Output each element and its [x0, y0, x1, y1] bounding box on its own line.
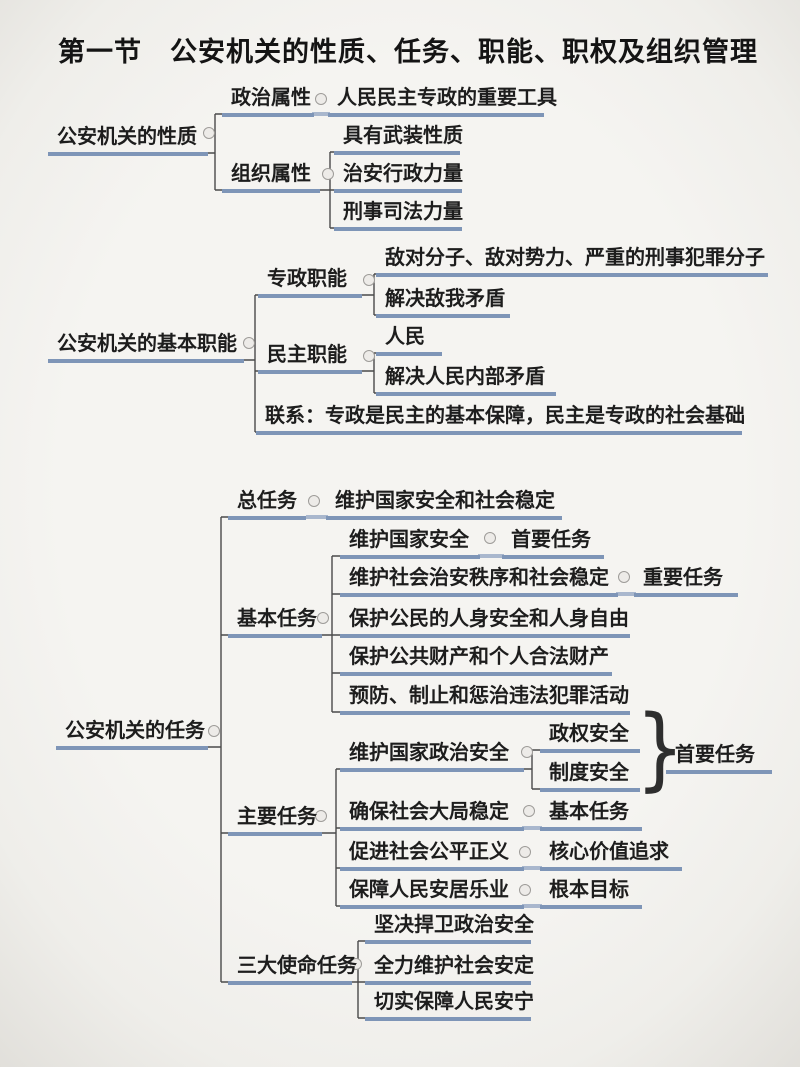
node-the-people[interactable]: 人民	[376, 324, 442, 356]
toggle-icon[interactable]	[322, 168, 334, 180]
branch-organizational-attribute[interactable]: 组织属性	[222, 161, 320, 193]
toggle-icon[interactable]	[363, 350, 375, 362]
node-ensure-peaceful-life[interactable]: 保障人民安居乐业	[340, 877, 524, 909]
node-safeguard-political-security[interactable]: 维护国家政治安全	[340, 740, 524, 772]
node-safeguard-peoples-tranquility[interactable]: 切实保障人民安宁	[365, 989, 534, 1021]
root-nature[interactable]: 公安机关的性质	[48, 124, 208, 156]
branch-overall-task[interactable]: 总任务	[228, 488, 306, 520]
root-tasks[interactable]: 公安机关的任务	[56, 718, 208, 750]
toggle-icon[interactable]	[519, 884, 531, 896]
node-protect-personal-safety-freedom[interactable]: 保护公民的人身安全和人身自由	[340, 606, 630, 638]
toggle-icon[interactable]	[519, 846, 531, 858]
toggle-icon[interactable]	[243, 337, 255, 349]
toggle-icon[interactable]	[308, 495, 320, 507]
tag-primary-task-2[interactable]: 首要任务	[666, 742, 772, 774]
node-public-order-admin-force[interactable]: 治安行政力量	[334, 161, 463, 193]
toggle-icon[interactable]	[523, 805, 535, 817]
tag-important-task[interactable]: 重要任务	[634, 565, 738, 597]
page-title: 第一节 公安机关的性质、任务、职能、职权及组织管理	[58, 37, 758, 67]
node-promote-fairness-justice[interactable]: 促进社会公平正义	[340, 839, 524, 871]
toggle-icon[interactable]	[363, 274, 375, 286]
tag-fundamental-goal[interactable]: 根本目标	[540, 877, 642, 909]
node-resolve-enemy-contradictions[interactable]: 解决敌我矛盾	[376, 286, 510, 318]
toggle-icon[interactable]	[208, 725, 220, 737]
brace-icon: }	[635, 696, 685, 801]
node-safeguard-national-security[interactable]: 维护国家安全	[340, 527, 480, 559]
tag-basic-task[interactable]: 基本任务	[540, 799, 642, 831]
node-ensure-social-stability[interactable]: 确保社会大局稳定	[340, 799, 524, 831]
toggle-icon[interactable]	[521, 746, 533, 758]
tag-primary-task[interactable]: 首要任务	[502, 527, 604, 559]
toggle-icon[interactable]	[315, 93, 327, 105]
toggle-icon[interactable]	[484, 532, 496, 544]
toggle-icon[interactable]	[350, 958, 362, 970]
node-safeguard-national-security-stability[interactable]: 维护国家安全和社会稳定	[326, 488, 562, 520]
branch-dictatorship-function[interactable]: 专政职能	[258, 266, 362, 298]
elbow-connectors	[208, 113, 540, 1019]
toggle-icon[interactable]	[203, 127, 215, 139]
node-resolve-internal-contradictions[interactable]: 解决人民内部矛盾	[376, 364, 556, 396]
branch-democracy-function[interactable]: 民主职能	[258, 342, 362, 374]
underline-bridges	[306, 112, 636, 908]
node-criminal-justice-force[interactable]: 刑事司法力量	[334, 199, 463, 231]
node-tool-of-democratic-dictatorship[interactable]: 人民民主专政的重要工具	[328, 85, 557, 117]
node-prevent-crime[interactable]: 预防、制止和惩治违法犯罪活动	[340, 683, 630, 715]
toggle-icons	[203, 93, 630, 970]
node-defend-political-security[interactable]: 坚决捍卫政治安全	[365, 912, 534, 944]
node-maintain-public-order[interactable]: 维护社会治安秩序和社会稳定	[340, 565, 618, 597]
toggle-icon[interactable]	[315, 810, 327, 822]
root-basic-functions[interactable]: 公安机关的基本职能	[48, 331, 244, 363]
node-relationship-note[interactable]: 联系：专政是民主的基本保障，民主是专政的社会基础	[256, 403, 745, 435]
branch-main-tasks[interactable]: 主要任务	[228, 804, 322, 836]
node-maintain-social-stability[interactable]: 全力维护社会安定	[365, 953, 534, 985]
node-regime-security[interactable]: 政权安全	[540, 721, 640, 753]
toggle-icon[interactable]	[618, 571, 630, 583]
branch-political-attribute[interactable]: 政治属性	[222, 85, 314, 117]
node-protect-property[interactable]: 保护公共财产和个人合法财产	[340, 644, 612, 676]
tag-core-value[interactable]: 核心价值追求	[540, 839, 682, 871]
toggle-icon[interactable]	[317, 612, 329, 624]
branch-three-missions[interactable]: 三大使命任务	[228, 953, 357, 985]
node-system-security[interactable]: 制度安全	[540, 760, 640, 792]
branch-basic-tasks[interactable]: 基本任务	[228, 606, 322, 638]
node-hostile-elements[interactable]: 敌对分子、敌对势力、严重的刑事犯罪分子	[376, 245, 768, 277]
node-armed-nature[interactable]: 具有武装性质	[334, 123, 463, 155]
